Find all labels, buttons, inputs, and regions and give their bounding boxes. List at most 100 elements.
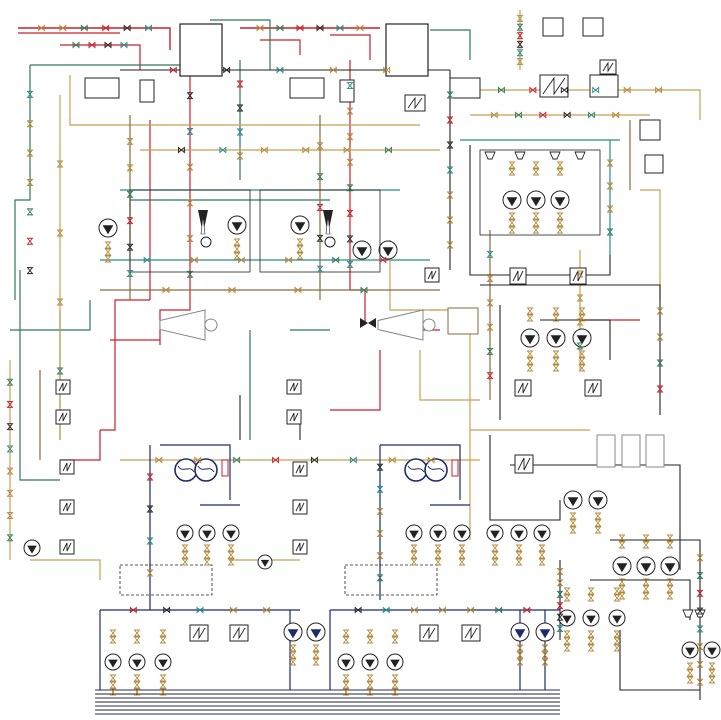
turbine-cone [377,309,424,341]
filter-icon [514,151,526,160]
oil-line [640,189,661,300]
valve-icon [578,307,586,315]
pump-impeller [382,247,394,257]
pump-icon [558,609,576,627]
valve-icon [578,364,586,372]
valve-icon [346,209,354,217]
valve-icon [592,86,600,94]
pump-icon [681,641,699,659]
valve-icon [343,146,351,154]
valve-icon [26,90,34,98]
valve-icon [391,674,399,682]
valve-icon [666,585,674,593]
valve-icon [146,473,154,481]
pump-impeller [356,247,368,257]
pump-impeller [567,497,579,507]
valve-icon [123,24,131,32]
valve-icon [366,629,374,637]
steam-header-line [60,44,141,70]
heat-exchanger-icon [539,74,569,98]
filter-icon [549,151,561,160]
control-box-icon [84,77,120,99]
steam-line [159,60,191,345]
tank-icon [639,119,661,141]
control-box-icon [139,79,155,103]
pump-impeller [664,563,676,573]
pump-impeller [287,629,299,639]
valve-icon [594,519,602,527]
valve-icon [563,637,571,645]
valve-icon [342,636,350,644]
valve-icon [508,212,516,220]
boiler-drum-icon [404,458,448,482]
valve-icon [618,534,626,542]
pump-impeller [539,629,551,639]
valve-icon [594,512,602,520]
valve-icon [276,66,284,74]
valve-icon [560,86,568,94]
heat-exchanger-icon [55,379,71,395]
valve-icon [446,116,454,124]
valve-icon [285,256,293,264]
valve-icon [126,270,134,278]
valve-icon [145,24,153,32]
valve-icon [162,286,170,294]
valve-icon [72,41,80,49]
valve-icon [388,456,396,464]
pump-impeller [506,197,518,207]
heat-exchanger-coil [587,382,599,394]
pump-impeller [554,197,566,207]
valve-icon [383,66,391,74]
heat-exchanger-icon [509,267,527,285]
filter-icon [694,609,706,618]
pump-icon [154,653,172,671]
valve-icon [495,606,503,614]
pump-icon [582,609,600,627]
pump-icon [546,328,566,348]
pump-icon [660,556,680,576]
valve-icon [563,630,571,638]
valve-icon [410,606,418,614]
pump-icon [104,653,122,671]
heat-exchanger-icon [514,379,532,397]
water-line [210,19,271,70]
valve-icon [446,216,454,224]
valve-icon [642,541,650,549]
valve-icon [642,578,650,586]
valve-icon [606,159,614,167]
valve-icon [6,423,14,431]
valve-icon [490,111,498,119]
control-box-icon [589,74,619,98]
drum-coil [427,465,445,473]
valve-icon [532,226,540,234]
valve-icon [342,681,350,689]
pump-impeller [310,629,322,639]
valve-icon [587,637,595,645]
pump-icon [361,653,379,671]
pump-impeller [514,530,524,539]
valves-layer [6,15,716,696]
skid-outline [344,564,438,596]
valve-icon [696,660,704,668]
valve-icon [233,245,241,253]
valve-icon [391,681,399,689]
pump-icon [98,218,118,238]
heat-exchanger-icon [59,499,75,515]
oil-line [30,559,101,580]
valve-icon [346,260,354,268]
valve-icon [133,681,141,689]
pump-impeller [707,647,717,656]
heat-exchanger-coil [289,412,299,422]
pump-icon [510,524,528,542]
valve-icon [102,24,110,32]
valve-icon [556,602,564,610]
valve-icon [523,606,531,614]
fan-motor-icon [324,236,336,248]
valve-icon [587,644,595,652]
valve-icon [109,674,117,682]
valve-icon [587,587,595,595]
valve-icon [618,585,626,593]
water-line [19,270,60,481]
water-line [10,300,91,331]
module-outline [129,189,251,273]
